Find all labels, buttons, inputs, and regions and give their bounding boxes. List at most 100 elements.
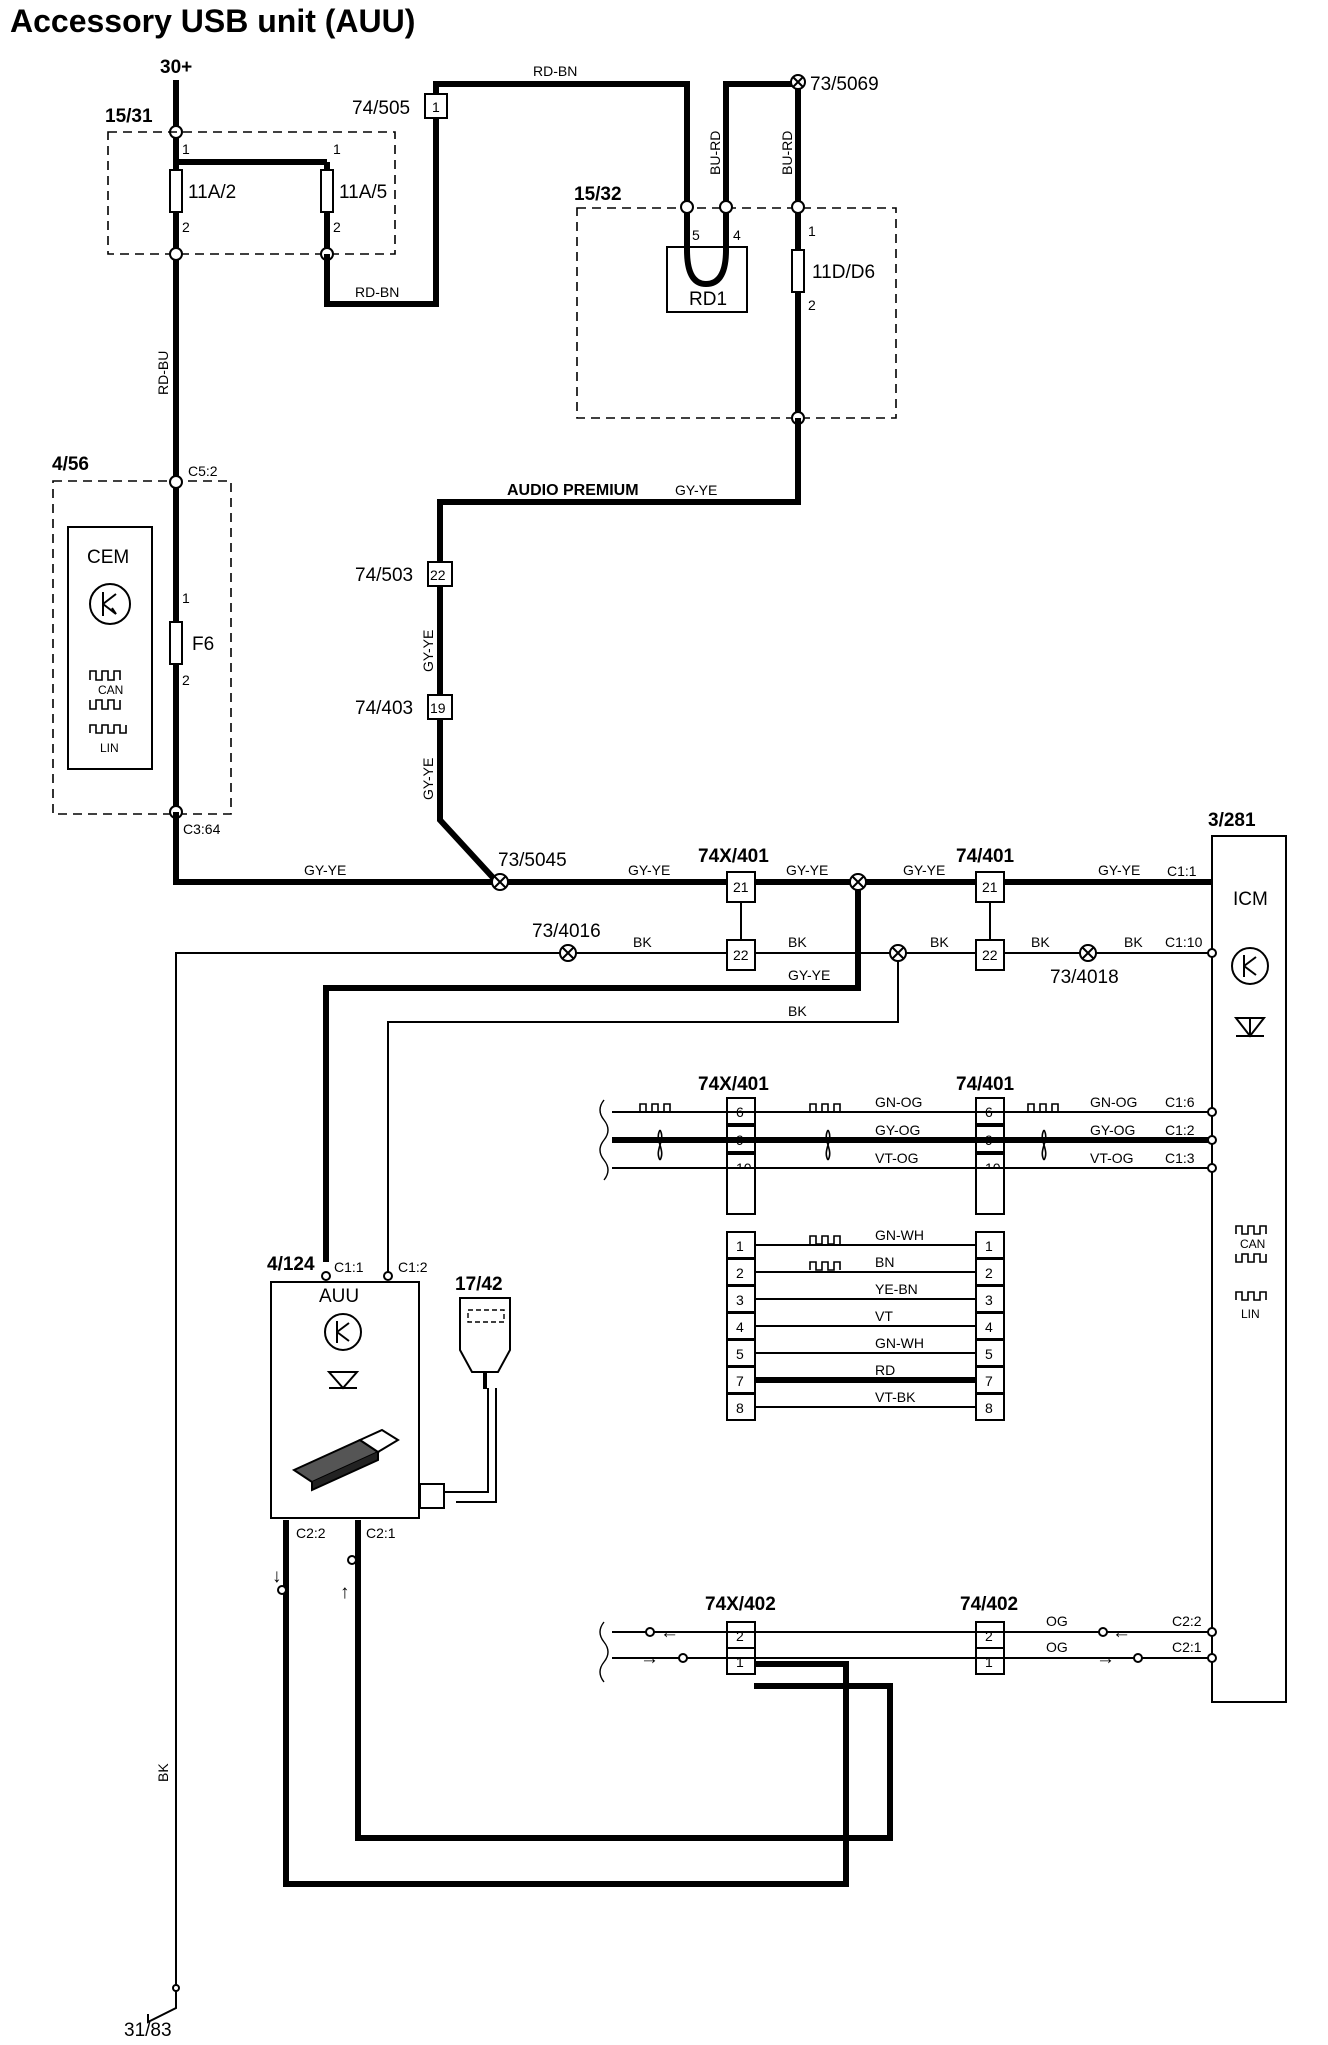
c74x_401_mid-pin-label-1: 1 bbox=[736, 1238, 744, 1254]
auu-diode-icon bbox=[326, 1371, 360, 1390]
bu-rd-wire bbox=[723, 81, 801, 205]
c74_401_mid-pin-label-3: 3 bbox=[985, 1292, 993, 1308]
connector-74-402-pin-2-label: 2 bbox=[985, 1628, 993, 1644]
fuse-11a5-pin-1: 1 bbox=[333, 141, 341, 157]
fusebox-15-32-outline bbox=[576, 207, 897, 419]
auu-name: AUU bbox=[319, 1286, 359, 1307]
icm-pin-c1-6: C1:6 bbox=[1165, 1094, 1195, 1110]
rd-bu-label: RD-BU bbox=[155, 351, 171, 395]
cem-pin-in: C5:2 bbox=[188, 463, 218, 479]
connector-74-505-pin: 1 bbox=[432, 99, 440, 115]
fuse-11a5 bbox=[320, 169, 334, 213]
cem-module bbox=[67, 526, 153, 770]
svg-text:→: → bbox=[640, 1648, 659, 1669]
node-relay-5 bbox=[680, 200, 694, 214]
cem-id-label: 4/56 bbox=[52, 454, 89, 475]
icm-can-label: CAN bbox=[1240, 1237, 1265, 1251]
icm-lin-label: LIN bbox=[1241, 1307, 1260, 1321]
cem-fuse-pin-2: 2 bbox=[182, 672, 190, 688]
node-relay-4 bbox=[719, 200, 733, 214]
bus-wire-label-vt-og: VT-OG bbox=[875, 1150, 919, 1166]
supply-30-label: 30+ bbox=[160, 57, 192, 78]
fuse-11d-d6 bbox=[791, 249, 805, 293]
gy-ye-label-5: GY-YE bbox=[1098, 862, 1140, 878]
misc-wire-label: GN-WH bbox=[875, 1335, 924, 1351]
node-fuse-11d bbox=[791, 200, 805, 214]
c74_401_mid-pin-label-7: 7 bbox=[985, 1373, 993, 1389]
svg-text:→: → bbox=[1096, 1648, 1115, 1669]
icm-wire-label-gn-og: GN-OG bbox=[1090, 1094, 1137, 1110]
connector-74-402-pin-2 bbox=[975, 1621, 1005, 1649]
relay-rd1-loop bbox=[684, 213, 729, 288]
misc-wire-label: VT bbox=[875, 1308, 893, 1324]
twisted-pair-markers bbox=[657, 1129, 1047, 1161]
connector-74-503-pin: 22 bbox=[430, 567, 446, 583]
connector-74x-401-pin-22 bbox=[726, 939, 756, 971]
c74x_401_mid-pin-label-7: 7 bbox=[736, 1373, 744, 1389]
gy-ye-label-v1: GY-YE bbox=[420, 630, 436, 672]
c74_401_mid-pin-label-5: 5 bbox=[985, 1346, 993, 1362]
bk-label-5: BK bbox=[1124, 934, 1143, 950]
svg-text:←: ← bbox=[660, 1622, 679, 1643]
misc-wire-label: GN-WH bbox=[875, 1227, 924, 1243]
rd-bn-label-2: RD-BN bbox=[533, 63, 577, 79]
connector-74-401-mid: 69101234578 bbox=[975, 1097, 1005, 1421]
icm-wire-label-gy-og: GY-OG bbox=[1090, 1122, 1135, 1138]
icm-pin-c1-2: C1:2 bbox=[1165, 1122, 1195, 1138]
connector-74-403-label: 74/403 bbox=[355, 698, 413, 719]
c74_401_mid-pin-label-4: 4 bbox=[985, 1319, 993, 1335]
icm-can-icon bbox=[1235, 1225, 1267, 1235]
cem-lin-label: LIN bbox=[100, 741, 119, 755]
icm-wire-label-vt-og: VT-OG bbox=[1090, 1150, 1134, 1166]
gy-ye-label-2: GY-YE bbox=[628, 862, 670, 878]
cem-can-label: CAN bbox=[98, 683, 123, 697]
connector-74-401-pin-21-label: 21 bbox=[982, 879, 998, 895]
connector-74-401-mid-label: 74/401 bbox=[956, 1074, 1015, 1095]
gy-ye-label-4: GY-YE bbox=[903, 862, 945, 878]
fuse-11a2 bbox=[169, 169, 183, 213]
signal-arrow-icons: ← → ← → bbox=[640, 1622, 1143, 1669]
bk-label-2: BK bbox=[788, 934, 807, 950]
relay-rd1 bbox=[666, 246, 748, 313]
splice-73-4016-label: 73/4016 bbox=[532, 921, 601, 942]
audio-premium-label: AUDIO PREMIUM bbox=[507, 482, 639, 499]
bk-label-branch: BK bbox=[788, 1003, 807, 1019]
bk-label-1: BK bbox=[633, 934, 652, 950]
bk-label-3: BK bbox=[930, 934, 949, 950]
relay-pin-4: 4 bbox=[733, 227, 741, 243]
c74x_401_mid-pin-label-5: 5 bbox=[736, 1346, 744, 1362]
bus-wire-label-gy-og: GY-OG bbox=[875, 1122, 920, 1138]
gy-ye-label-3: GY-YE bbox=[786, 862, 828, 878]
usb-port-label: 17/42 bbox=[455, 1274, 503, 1295]
auu-wire-c2-2 bbox=[283, 1520, 849, 1887]
node-cem-in bbox=[169, 475, 183, 489]
connector-74-401-pin-22-label: 22 bbox=[982, 947, 998, 963]
usb-port-connector bbox=[459, 1297, 511, 1389]
lin-icon bbox=[89, 724, 127, 734]
icm-transistor-icon bbox=[1231, 947, 1269, 985]
misc-wire-label: YE-BN bbox=[875, 1281, 918, 1297]
connector-74x-401-mid: 69101234578 bbox=[726, 1097, 756, 1421]
fusebox-15-31-outline bbox=[107, 131, 396, 255]
c74x_401_mid-pin-label-2: 2 bbox=[736, 1265, 744, 1281]
connector-74-401-top-label: 74/401 bbox=[956, 846, 1015, 867]
fuse-11d-d6-label: 11D/D6 bbox=[812, 262, 875, 283]
svg-text:←: ← bbox=[1112, 1622, 1131, 1643]
fuse-11a5-label: 11A/5 bbox=[339, 182, 387, 203]
ground-switch bbox=[147, 1990, 177, 2024]
fuse-11d-pin-1: 1 bbox=[808, 223, 816, 239]
signal-wave-icons bbox=[639, 1103, 1059, 1271]
icm-pin-c1-10: C1:10 bbox=[1165, 934, 1203, 950]
splice-73-5069-label: 73/5069 bbox=[810, 74, 879, 95]
misc-wire-label: BN bbox=[875, 1254, 894, 1270]
rd-bn-wire bbox=[324, 81, 690, 307]
connector-74x-402-pin-2-label: 2 bbox=[736, 1628, 744, 1644]
auu-wire-c2-1 bbox=[355, 1520, 893, 1841]
gy-ye-label-branch: GY-YE bbox=[788, 967, 830, 983]
connector-74-402-label: 74/402 bbox=[960, 1594, 1018, 1615]
auu-pin-c1-1: C1:1 bbox=[334, 1259, 364, 1275]
og-label-2: OG bbox=[1046, 1639, 1068, 1655]
usb-cable-1 bbox=[420, 1388, 489, 1493]
icm-pin-c2-2: C2:2 bbox=[1172, 1613, 1202, 1629]
